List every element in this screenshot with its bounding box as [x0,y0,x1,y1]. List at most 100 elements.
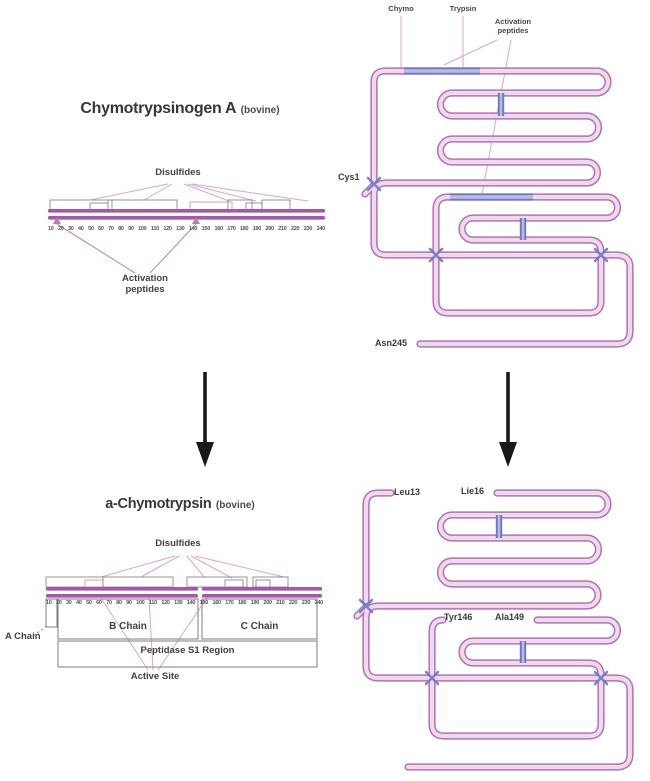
ruler-number: 200 [263,600,273,606]
a-chain-box [45,598,58,628]
active-site-leaders [100,597,208,671]
peptidase-region-label: Peptidase S1 Region [140,645,235,656]
ruler-number: 10 [48,226,54,232]
enzyme-title-suffix: (bovine) [215,500,255,511]
enzyme-title-text: a-Chymotrypsin [105,496,212,512]
ruler-number: 140 [188,226,198,232]
polypeptide-chain-bars [46,587,322,598]
ruler-number: 10 [46,600,52,606]
zymogen-activation-line2: peptides [125,283,165,295]
ruler-number: 220 [289,600,298,606]
ruler-number: 230 [303,226,313,232]
disulfide-bond-bar [495,515,527,663]
ruler-number: 190 [250,600,260,606]
cys1-terminus-label: Cys1 [338,172,360,182]
ruler-number: 20 [58,226,64,232]
ruler-number: 210 [276,600,285,606]
ruler-number: 80 [116,600,122,606]
leu13-terminus-label: Leu13 [394,487,421,497]
b-chain-box [57,598,199,640]
ruler-number: 90 [128,226,134,232]
ruler-number: 160 [212,600,221,606]
enzyme-disulfides-label: Disulfides [155,538,201,549]
fold-activation-line1: Activation [494,17,532,26]
label-leader-lines [400,16,512,195]
activation-site-tick [192,217,200,224]
ruler-number: 40 [78,226,84,232]
ruler-number: 120 [161,600,170,606]
ruler-number: 40 [76,600,82,606]
ruler-number: 220 [291,226,300,232]
tyr146-terminus-label: Tyr146 [444,612,473,622]
ruler-number: 130 [174,600,183,606]
ruler-number: 240 [314,600,324,606]
disulfide-brackets [49,199,291,211]
peptidase-region-box [57,640,318,668]
ruler-number: 100 [136,600,145,606]
trypsin-cleavage-label: Trypsin [449,4,477,13]
disulfide-brackets [45,576,289,588]
ruler-number: 150 [199,600,209,606]
ruler-number: 70 [106,600,112,606]
zymogen-title: Chymotrypsinogen A (bovine) [30,100,330,118]
ruler-number: 230 [301,600,311,606]
ruler-number: 80 [118,226,124,232]
ruler-number: 110 [150,226,159,232]
activation-peptide-segment [404,67,533,201]
disulfide-bond-x [366,176,609,263]
ruler-number: 180 [237,600,247,606]
active-site-label: Active Site [130,671,180,682]
ruler-number: 120 [163,226,172,232]
zymogen-title-text: Chymotrypsinogen A [80,100,237,117]
ruler-number: 50 [88,226,94,232]
ruler-number: 130 [176,226,185,232]
polypeptide-chain-bars [48,209,325,220]
enzyme-linear-map [32,555,322,671]
ruler-number: 240 [316,226,326,232]
chymo-cleavage-label: Chymo [388,4,414,13]
asn245-terminus-label: Asn245 [375,338,408,348]
zymogen-linear-map [48,183,325,274]
zymogen-activation-label: Activation peptides [95,273,195,295]
ruler-number: 170 [227,226,236,232]
a-chain-label: A Chain [5,631,41,642]
activation-arrow-left [196,372,214,467]
ruler-number: 190 [252,226,262,232]
fold-activation-line2: peptides [497,26,529,36]
ruler-number: 150 [201,226,211,232]
ile16-terminus-label: Lie16 [461,486,485,496]
fold-activation-label: Activation peptides [482,17,544,36]
b-chain-label: B Chain [109,621,147,632]
ruler-number: 110 [148,600,157,606]
ruler-number: 200 [265,226,275,232]
enzyme-title: a-Chymotrypsin (bovine) [30,495,330,513]
activation-arrow-right [499,372,517,467]
activation-peptide-leaders [53,217,200,274]
zymogen-activation-line1: Activation [122,273,168,284]
ala149-terminus-label: Ala149 [495,612,525,622]
ruler-number: 100 [138,226,147,232]
activation-site-tick [53,217,61,224]
ruler-number: 210 [278,226,287,232]
ruler-number: 50 [86,600,92,606]
ruler-number: 140 [186,600,196,606]
ruler-number: 30 [66,600,72,606]
disulfide-bond-x [358,598,609,686]
disulfide-leader-lines [100,555,285,579]
ruler-number: 90 [126,600,132,606]
ruler-number: 60 [98,226,104,232]
disulfide-bond-bar [497,93,527,240]
zymogen-folded-chain [365,16,630,344]
c-chain-box [201,598,318,640]
enzyme-folded-chain [357,493,630,767]
ruler-number: 160 [214,226,223,232]
zymogen-disulfides-label: Disulfides [155,167,201,178]
ruler-number: 30 [68,226,74,232]
disulfide-leader-lines [89,183,309,202]
ruler-number: 60 [96,600,102,606]
ruler-number: 180 [239,226,249,232]
